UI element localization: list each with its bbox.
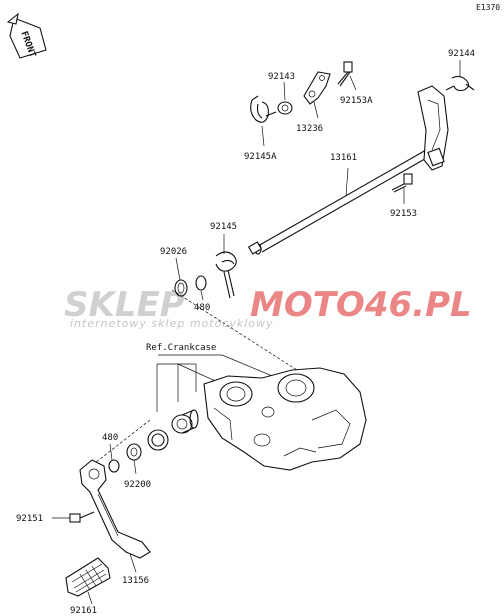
part-number-92161: 92161 [70, 606, 97, 616]
spring-92145-icon [215, 251, 237, 299]
part-number-92153: 92153 [390, 209, 417, 219]
washer-92200-icon [126, 443, 142, 461]
footpeg-rubber-92161-icon [65, 557, 111, 597]
spring-92144-icon [445, 75, 475, 92]
shift-shaft-13161-icon [247, 85, 449, 255]
reference-label: Ref.Crankcase [146, 343, 216, 353]
bearing-icon [171, 409, 199, 434]
guide-line [171, 289, 301, 373]
part-number-92143: 92143 [268, 72, 295, 82]
part-number-92151: 92151 [16, 514, 43, 524]
washer-480-a-icon [195, 275, 207, 291]
part-number-92026: 92026 [160, 247, 187, 257]
guide-line [85, 419, 151, 471]
bolt-92153A-icon [337, 61, 353, 87]
diagram-code: E1370 [476, 3, 500, 12]
part-number-13161: 13161 [330, 153, 357, 163]
front-arrow-icon: FRONT [6, 12, 47, 60]
part-number-13236: 13236 [296, 124, 323, 134]
bolt-92151-icon [69, 511, 95, 523]
oil-seal-icon [147, 429, 169, 451]
part-number-480-b: 480 [102, 433, 118, 443]
watermark-right: MOTO46.PL [250, 285, 472, 325]
part-number-92145A: 92145A [244, 152, 277, 162]
collar-92143-icon [277, 101, 293, 115]
part-number-13156: 13156 [122, 576, 149, 586]
shift-pedal-13156-icon [79, 459, 151, 559]
part-number-92145: 92145 [210, 222, 237, 232]
part-number-92144: 92144 [448, 49, 475, 59]
bolt-92153-icon [391, 173, 413, 193]
part-number-92200: 92200 [124, 480, 151, 490]
plate-13236-icon [303, 71, 331, 105]
crankcase-icon [203, 367, 367, 471]
part-number-92153A: 92153A [340, 96, 373, 106]
watermark-tagline: internetowy sklep motocyklowy [70, 317, 274, 330]
watermark: SKLEP MOTO46.PL internetowy sklep motocy… [64, 285, 472, 330]
part-number-480-a: 480 [194, 303, 210, 313]
spring-92145A-icon [250, 95, 277, 123]
washer-480-b-icon [108, 459, 120, 473]
watermark-left: SKLEP [64, 285, 185, 325]
